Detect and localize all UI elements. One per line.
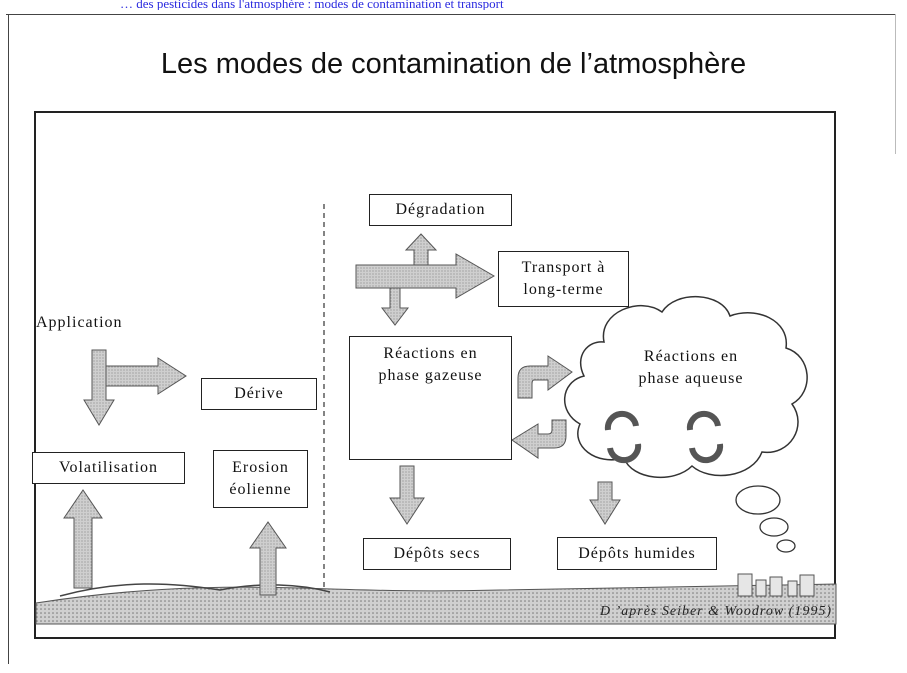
degradation-box: Dégradation [369, 194, 512, 226]
arrow-dry-deposits-down [389, 465, 425, 525]
cloud-bubble-1 [735, 485, 781, 515]
arrow-transport-right [355, 253, 495, 299]
slide-frame-top [6, 14, 896, 15]
arrow-erosion-up [249, 521, 287, 596]
volatilisation-box: Volatilisation [32, 452, 185, 484]
wet-deposits-box: Dépôts humides [557, 537, 717, 570]
cloud-bubble-2 [759, 517, 789, 537]
erosion-box: Erosion éolienne [213, 450, 308, 508]
source-caption: D ’après Seiber & Woodrow (1995) [599, 604, 832, 619]
dry-deposits-box: Dépôts secs [363, 538, 511, 570]
cycle-icon-aqueous-1 [604, 410, 642, 464]
page-title: Les modes de contamination de l’atmosphè… [160, 48, 747, 80]
gas-phase-box: Réactions en phase gazeuse [349, 336, 512, 460]
slide-frame-right [895, 14, 896, 154]
buildings-icon [737, 573, 815, 597]
drift-box: Dérive [201, 378, 317, 410]
slide-frame-left [8, 14, 9, 664]
header-fragment: … des pesticides dans l'atmosphère : mod… [120, 0, 504, 10]
arrow-to-gas-phase [380, 287, 410, 326]
cloud-bubble-3 [776, 539, 796, 553]
transport-box: Transport à long-terme [498, 251, 629, 307]
ground-wave [59, 583, 331, 597]
arrow-wet-deposits-down [589, 481, 621, 525]
arrow-application-right [105, 357, 187, 395]
arrow-aqueous-to-gas [511, 419, 567, 459]
cycle-icon-aqueous-2 [686, 410, 724, 464]
cloud-shape [563, 296, 808, 479]
ground-strip [35, 583, 837, 625]
arrow-volatilisation-up [63, 489, 103, 589]
application-label: Application [36, 314, 123, 331]
arrow-gas-to-aqueous [517, 355, 573, 399]
arrow-degradation-up [404, 233, 438, 266]
aqueous-phase-label: Réactions en phase aqueuse [638, 348, 744, 387]
arrow-application-down [83, 349, 115, 426]
